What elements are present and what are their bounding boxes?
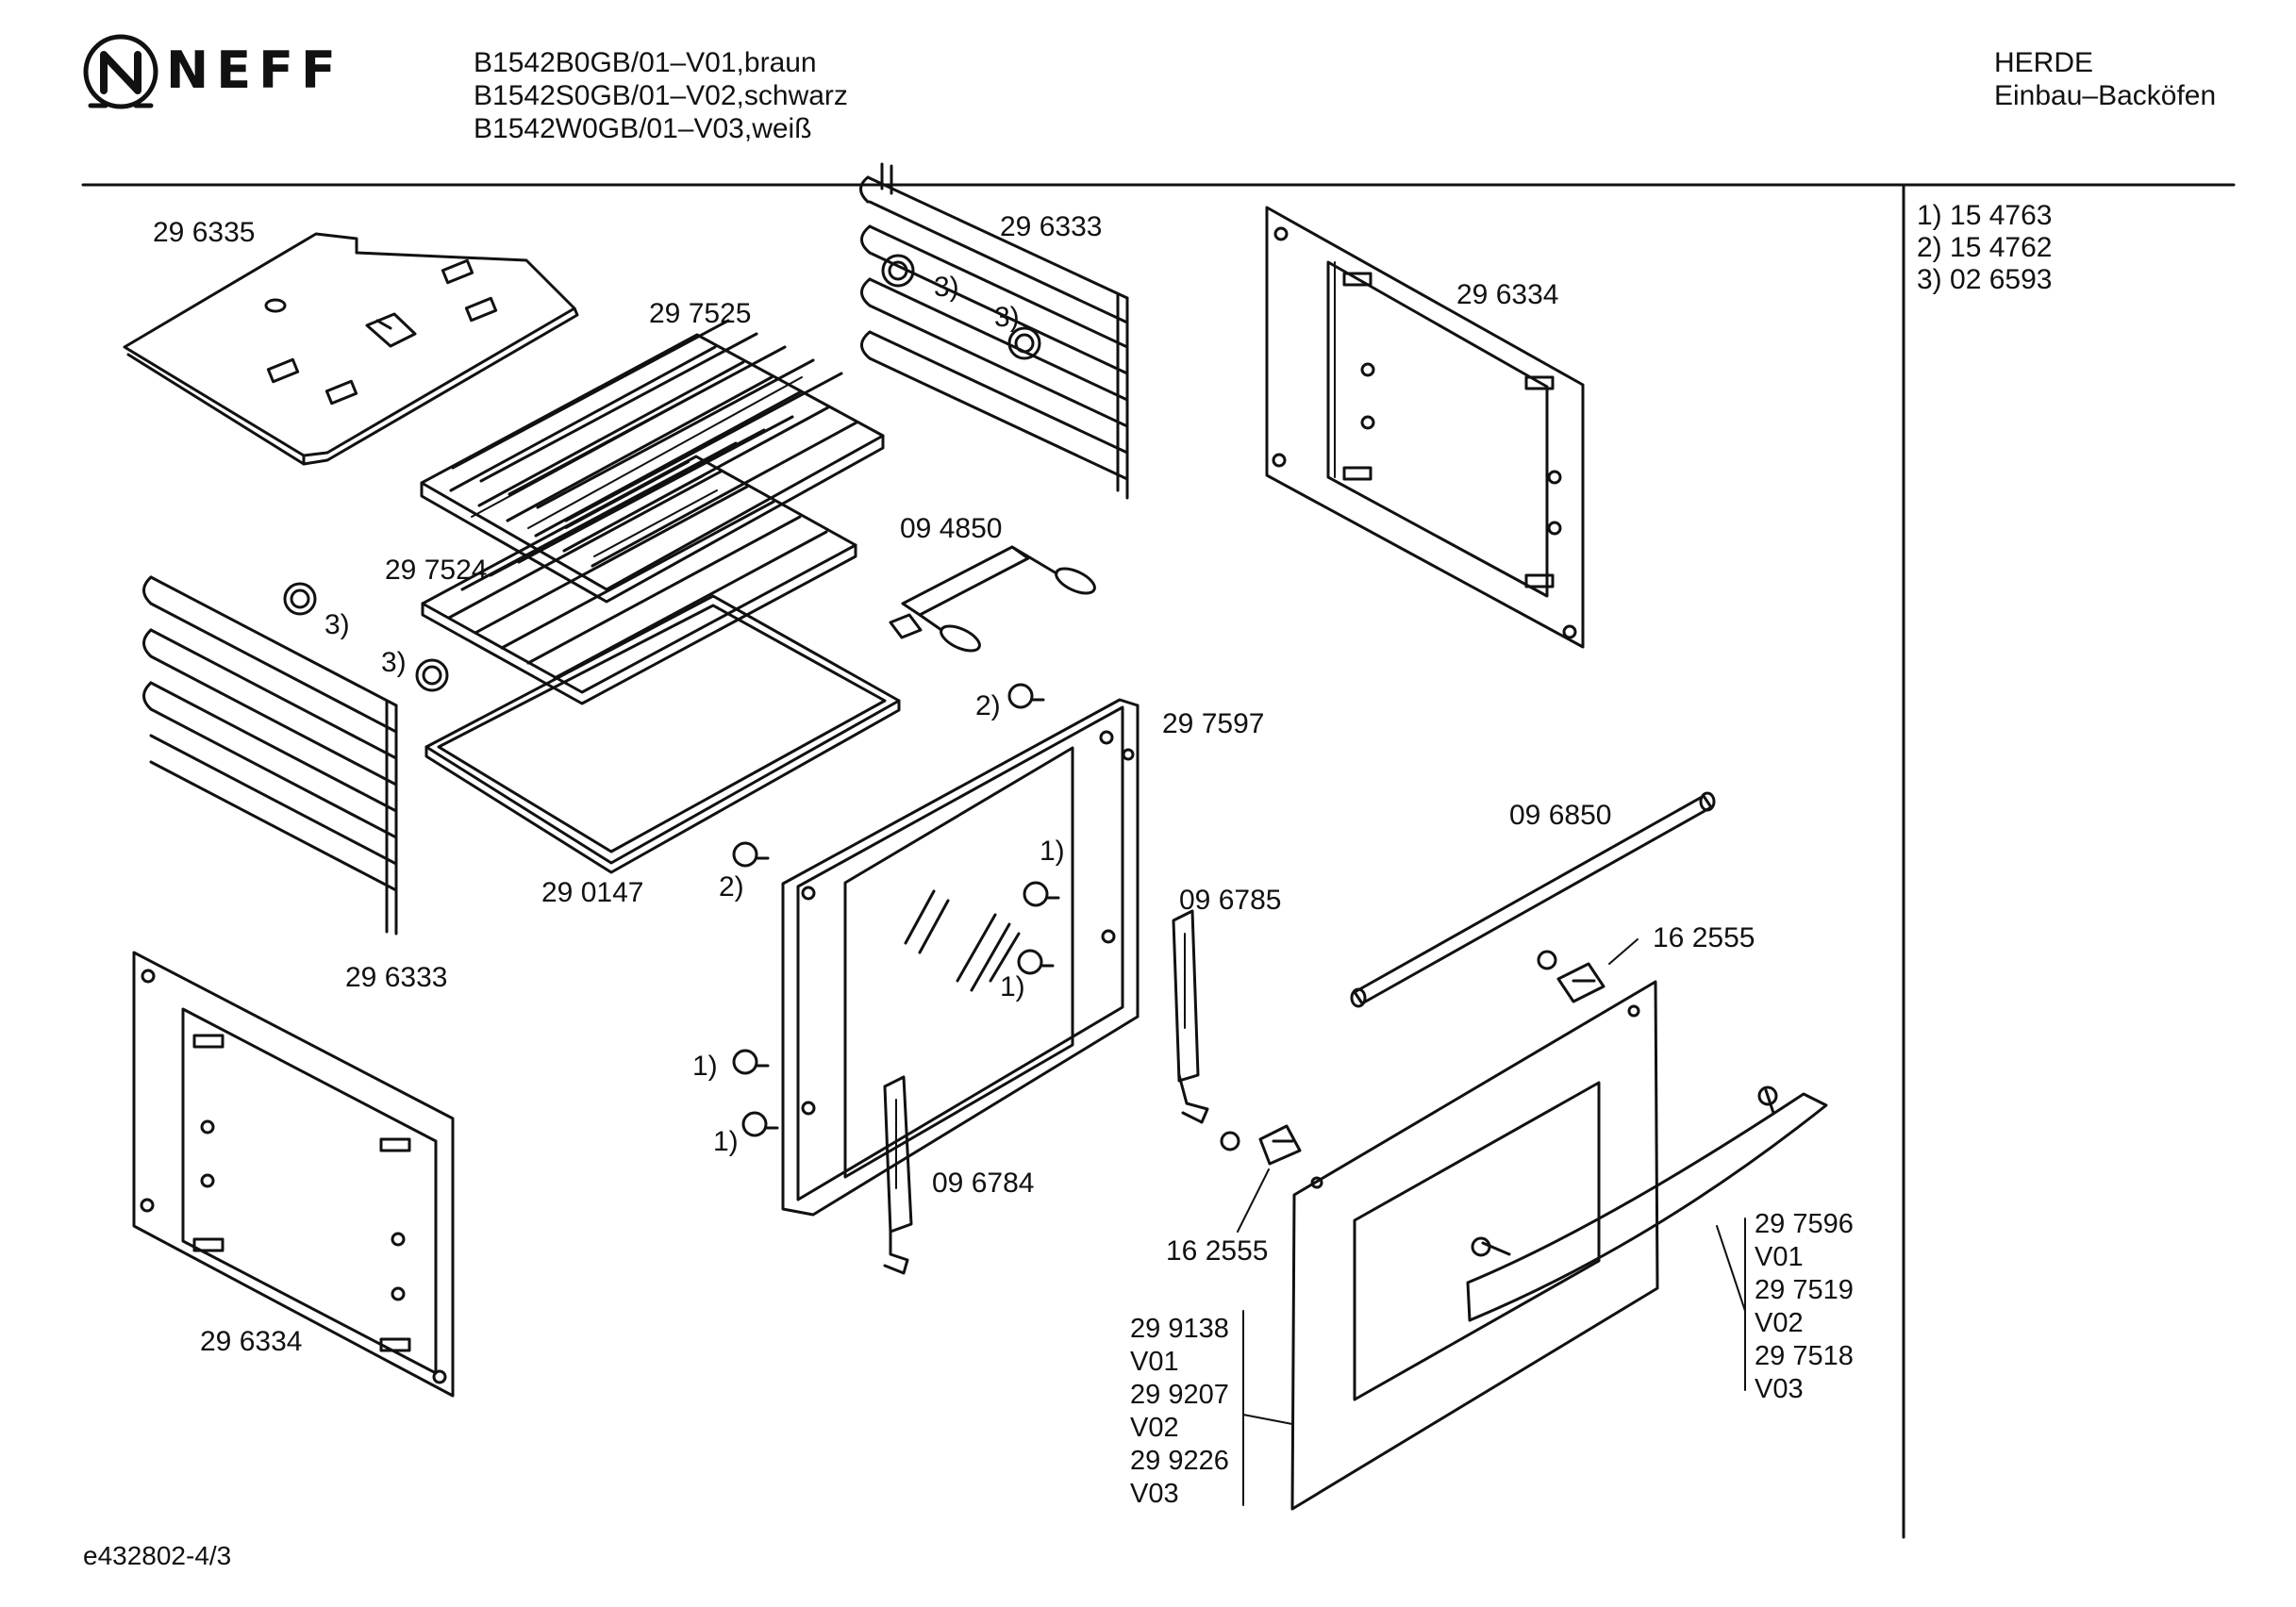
handle-variant-6: V03	[1755, 1374, 1804, 1404]
label-clip-upper: 16 2555	[1653, 922, 1755, 953]
label-drip-tray: 29 0147	[541, 877, 644, 908]
neff-logo	[83, 34, 158, 109]
model-line-3: B1542W0GB/01–V03,weiß	[474, 113, 812, 144]
door-variant-1: 29 9138	[1130, 1314, 1229, 1344]
label-rack-lower: 29 7524	[385, 555, 488, 586]
drip-tray	[424, 594, 901, 874]
back-panel-top	[123, 232, 579, 466]
marker-3-d: 3)	[381, 647, 407, 678]
door-handle	[1466, 1085, 1828, 1322]
label-side-rail-right: 29 6333	[1000, 211, 1103, 242]
label-side-panel-right: 29 6334	[1456, 279, 1559, 310]
door-variant-5: 29 9226	[1130, 1446, 1229, 1476]
handle-variant-5: 29 7518	[1755, 1341, 1854, 1371]
door-variant-6: V03	[1130, 1479, 1179, 1509]
handle-variant-4: V02	[1755, 1308, 1804, 1338]
rack-upper	[420, 319, 885, 604]
label-door-inner-frame: 29 7597	[1162, 708, 1265, 739]
leader-lines	[1237, 938, 1746, 1506]
rod-clip	[889, 545, 1096, 653]
side-rail-right	[859, 162, 1129, 500]
outer-door	[1290, 980, 1659, 1511]
marker-1-a: 1)	[1040, 836, 1065, 867]
marker-1-b: 1)	[1000, 971, 1025, 1002]
footnote-3: 3) 02 6593	[1917, 264, 2053, 295]
label-back-panel-top: 29 6335	[153, 217, 256, 248]
marker-2-b: 2)	[719, 871, 744, 903]
footnote-2: 2) 15 4762	[1917, 232, 2053, 263]
model-line-1: B1542B0GB/01–V01,braun	[474, 47, 817, 78]
side-rail-left	[142, 575, 449, 936]
door-variant-4: V02	[1130, 1413, 1179, 1443]
footnote-1: 1) 15 4763	[1917, 200, 2053, 231]
category-line-2: Einbau–Backöfen	[1994, 80, 2217, 111]
marker-3-a: 3)	[934, 272, 959, 303]
handle-variant-3: 29 7519	[1755, 1275, 1854, 1305]
side-panel-left	[132, 951, 455, 1398]
door-variant-2: V01	[1130, 1347, 1179, 1377]
screws	[732, 683, 1557, 1151]
brand-wordmark: NEFF	[166, 41, 343, 100]
handle-variant-1: 29 7596	[1755, 1209, 1854, 1239]
marker-3-b: 3)	[994, 302, 1020, 333]
category-line-1: HERDE	[1994, 47, 2094, 78]
label-seal-rod: 09 6850	[1509, 800, 1612, 831]
label-rack-upper: 29 7525	[649, 298, 752, 329]
side-panel-right	[1265, 206, 1585, 649]
marker-3-c: 3)	[324, 609, 350, 640]
model-line-2: B1542S0GB/01–V02,schwarz	[474, 80, 848, 111]
hinge-left	[883, 1075, 913, 1275]
rack-lower	[421, 415, 857, 705]
marker-1-d: 1)	[713, 1126, 739, 1157]
marker-1-c: 1)	[692, 1051, 718, 1082]
label-rod-clip: 09 4850	[900, 513, 1003, 544]
label-clip-lower: 16 2555	[1166, 1235, 1269, 1267]
drawing-code: e432802-4/3	[83, 1541, 232, 1570]
label-hinge-left: 09 6784	[932, 1168, 1035, 1199]
door-variant-3: 29 9207	[1130, 1380, 1229, 1410]
handle-variant-2: V01	[1755, 1242, 1804, 1272]
label-hinge-right: 09 6785	[1179, 885, 1282, 916]
label-side-panel-left: 29 6334	[200, 1326, 303, 1357]
hinge-right	[1172, 909, 1209, 1124]
label-side-rail-left: 29 6333	[345, 962, 448, 993]
door-inner-frame	[781, 698, 1140, 1217]
clips	[1258, 962, 1606, 1166]
seal-rod	[1350, 791, 1716, 1008]
marker-2-a: 2)	[975, 690, 1001, 721]
